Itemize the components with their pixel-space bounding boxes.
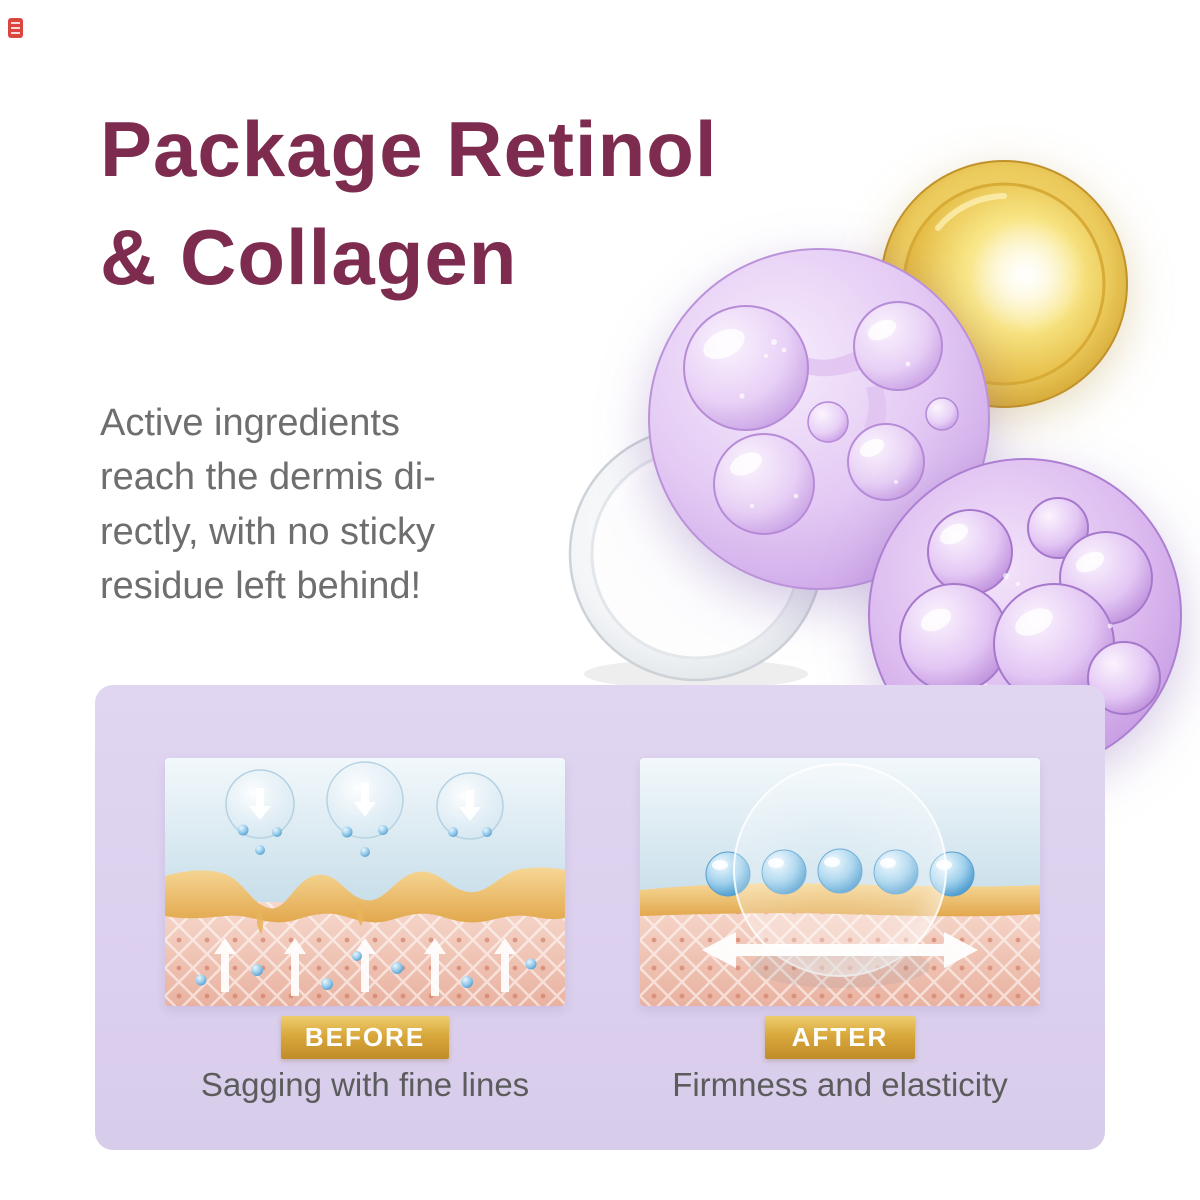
purple-serum-molecules-icon (648, 248, 990, 590)
title-line-1: Package Retinol (100, 105, 718, 193)
micro-bubbles (739, 339, 911, 508)
after-diagram (640, 758, 1040, 1006)
before-skin-diagram-icon (165, 758, 565, 1006)
product-description: Active ingredients reach the dermis di- … (100, 396, 436, 613)
before-badge-label: BEFORE (304, 1022, 426, 1052)
after-skin-diagram-icon (640, 758, 1040, 1006)
before-badge: BEFORE (281, 1016, 449, 1059)
absorption-up-arrows (214, 938, 516, 996)
after-badge-label: AFTER (791, 1022, 889, 1052)
description-line: reach the dermis di- (100, 456, 436, 499)
description-line: residue left behind! (100, 564, 422, 607)
dermis-moisture-beads (195, 951, 537, 990)
big-translucent-bubble (733, 763, 947, 977)
sagging-epidermis (165, 867, 565, 923)
after-caption: Firmness and elasticity (672, 1066, 1008, 1103)
after-badge: AFTER (765, 1016, 915, 1059)
elasticity-double-arrow (702, 932, 978, 968)
description-line: Active ingredients (100, 402, 400, 444)
red-watermark (8, 18, 23, 38)
description-line: rectly, with no sticky (100, 510, 436, 553)
before-diagram (165, 758, 565, 1006)
moisture-bubbles-with-down-arrows (225, 761, 504, 857)
before-caption: Sagging with fine lines (200, 1066, 530, 1103)
title-line-2: & Collagen (100, 212, 518, 301)
purple-serum-molecules-photo (646, 246, 992, 592)
page-title: Package Retinol & Collagen (100, 96, 718, 311)
